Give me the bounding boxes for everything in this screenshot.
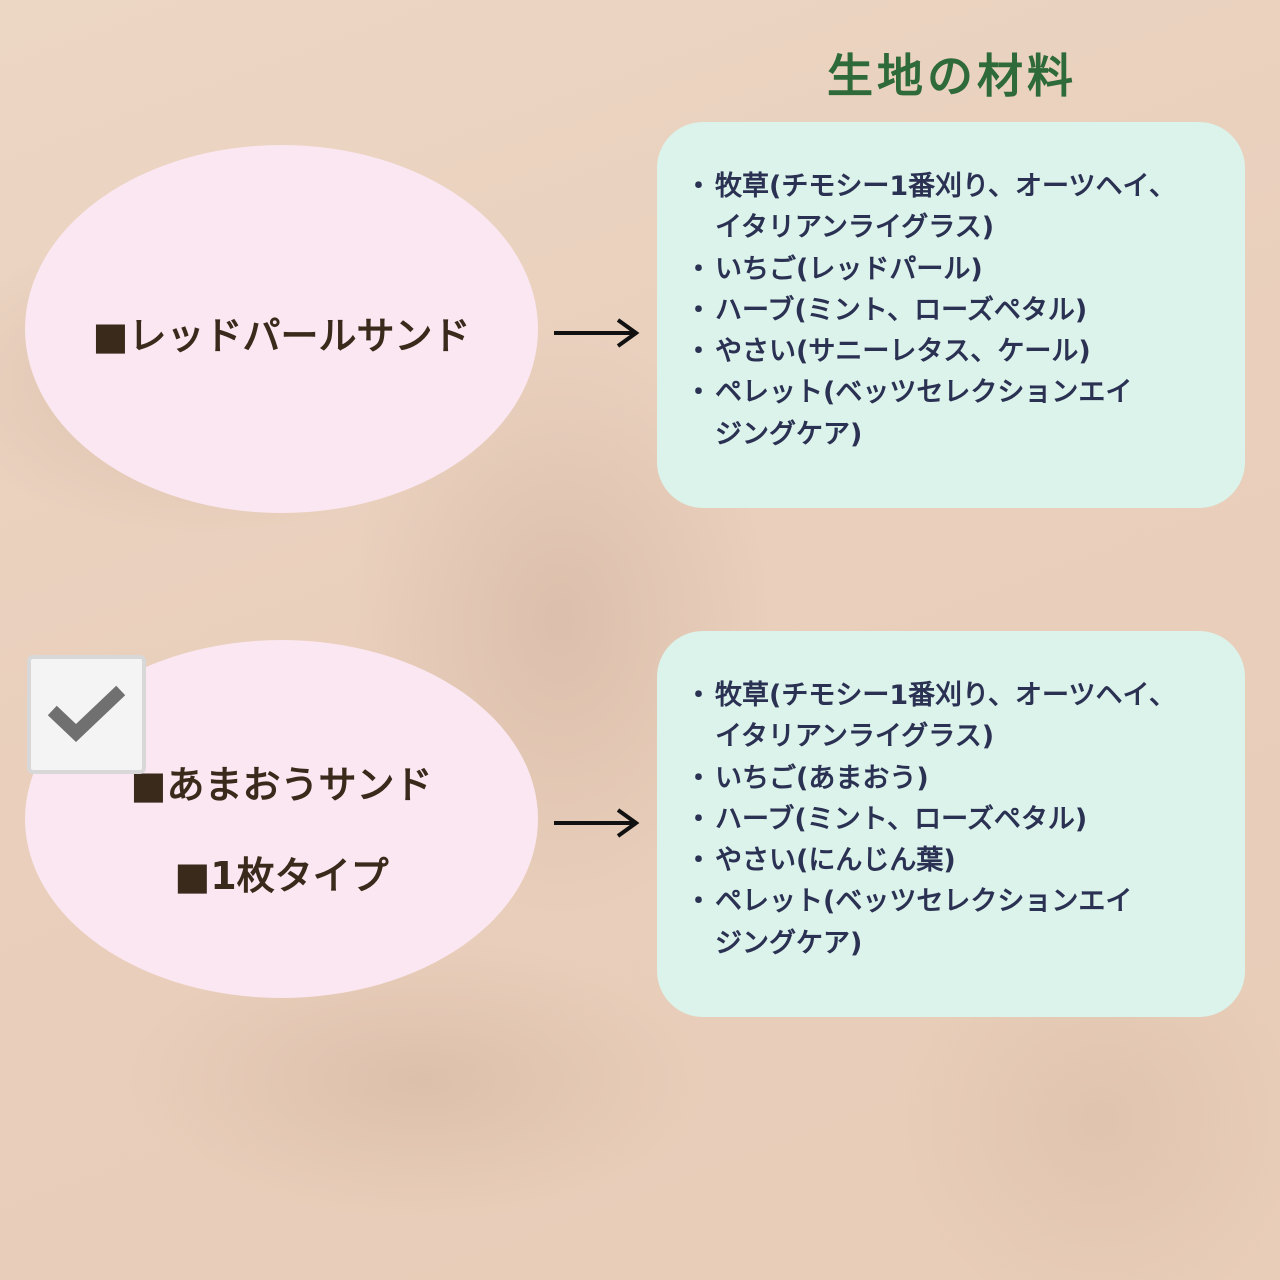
ingredients-box-red-pearl: 牧草(チモシー1番刈り、オーツヘイ、 イタリアンライグラス) いちご(レッドパー…	[657, 122, 1245, 508]
ingredient-item: ペレット(ベッツセレクションエイ ジングケア)	[685, 372, 1176, 455]
ingredient-item: やさい(サニーレタス、ケール)	[685, 331, 1176, 373]
ingredients-box-amaou: 牧草(チモシー1番刈り、オーツヘイ、 イタリアンライグラス) いちご(あまおう)…	[657, 631, 1245, 1017]
section-title: 生地の材料	[827, 49, 1077, 103]
ingredient-item: やさい(にんじん葉)	[685, 840, 1176, 882]
ingredient-item: ペレット(ベッツセレクションエイ ジングケア)	[685, 881, 1176, 964]
product-label: ■1枚タイプ	[174, 854, 389, 898]
ingredient-item: 牧草(チモシー1番刈り、オーツヘイ、 イタリアンライグラス)	[685, 675, 1176, 758]
ingredient-item: 牧草(チモシー1番刈り、オーツヘイ、 イタリアンライグラス)	[685, 166, 1176, 249]
ingredients-list: 牧草(チモシー1番刈り、オーツヘイ、 イタリアンライグラス) いちご(あまおう)…	[685, 675, 1176, 964]
product-label: ■あまおうサンド	[130, 763, 433, 807]
ingredient-item: いちご(レッドパール)	[685, 249, 1176, 291]
product-ellipse-red-pearl: ■レッドパールサンド	[25, 145, 538, 513]
arrow-right-icon	[554, 318, 640, 348]
checkbox[interactable]	[27, 655, 146, 774]
ingredients-list: 牧草(チモシー1番刈り、オーツヘイ、 イタリアンライグラス) いちご(レッドパー…	[685, 166, 1176, 455]
ingredient-item: ハーブ(ミント、ローズペタル)	[685, 290, 1176, 332]
product-label: ■レッドパールサンド	[92, 314, 471, 358]
arrow-right-icon	[554, 808, 640, 838]
ingredient-item: いちご(あまおう)	[685, 758, 1176, 800]
checkmark-icon	[47, 685, 126, 742]
ingredient-item: ハーブ(ミント、ローズペタル)	[685, 799, 1176, 841]
